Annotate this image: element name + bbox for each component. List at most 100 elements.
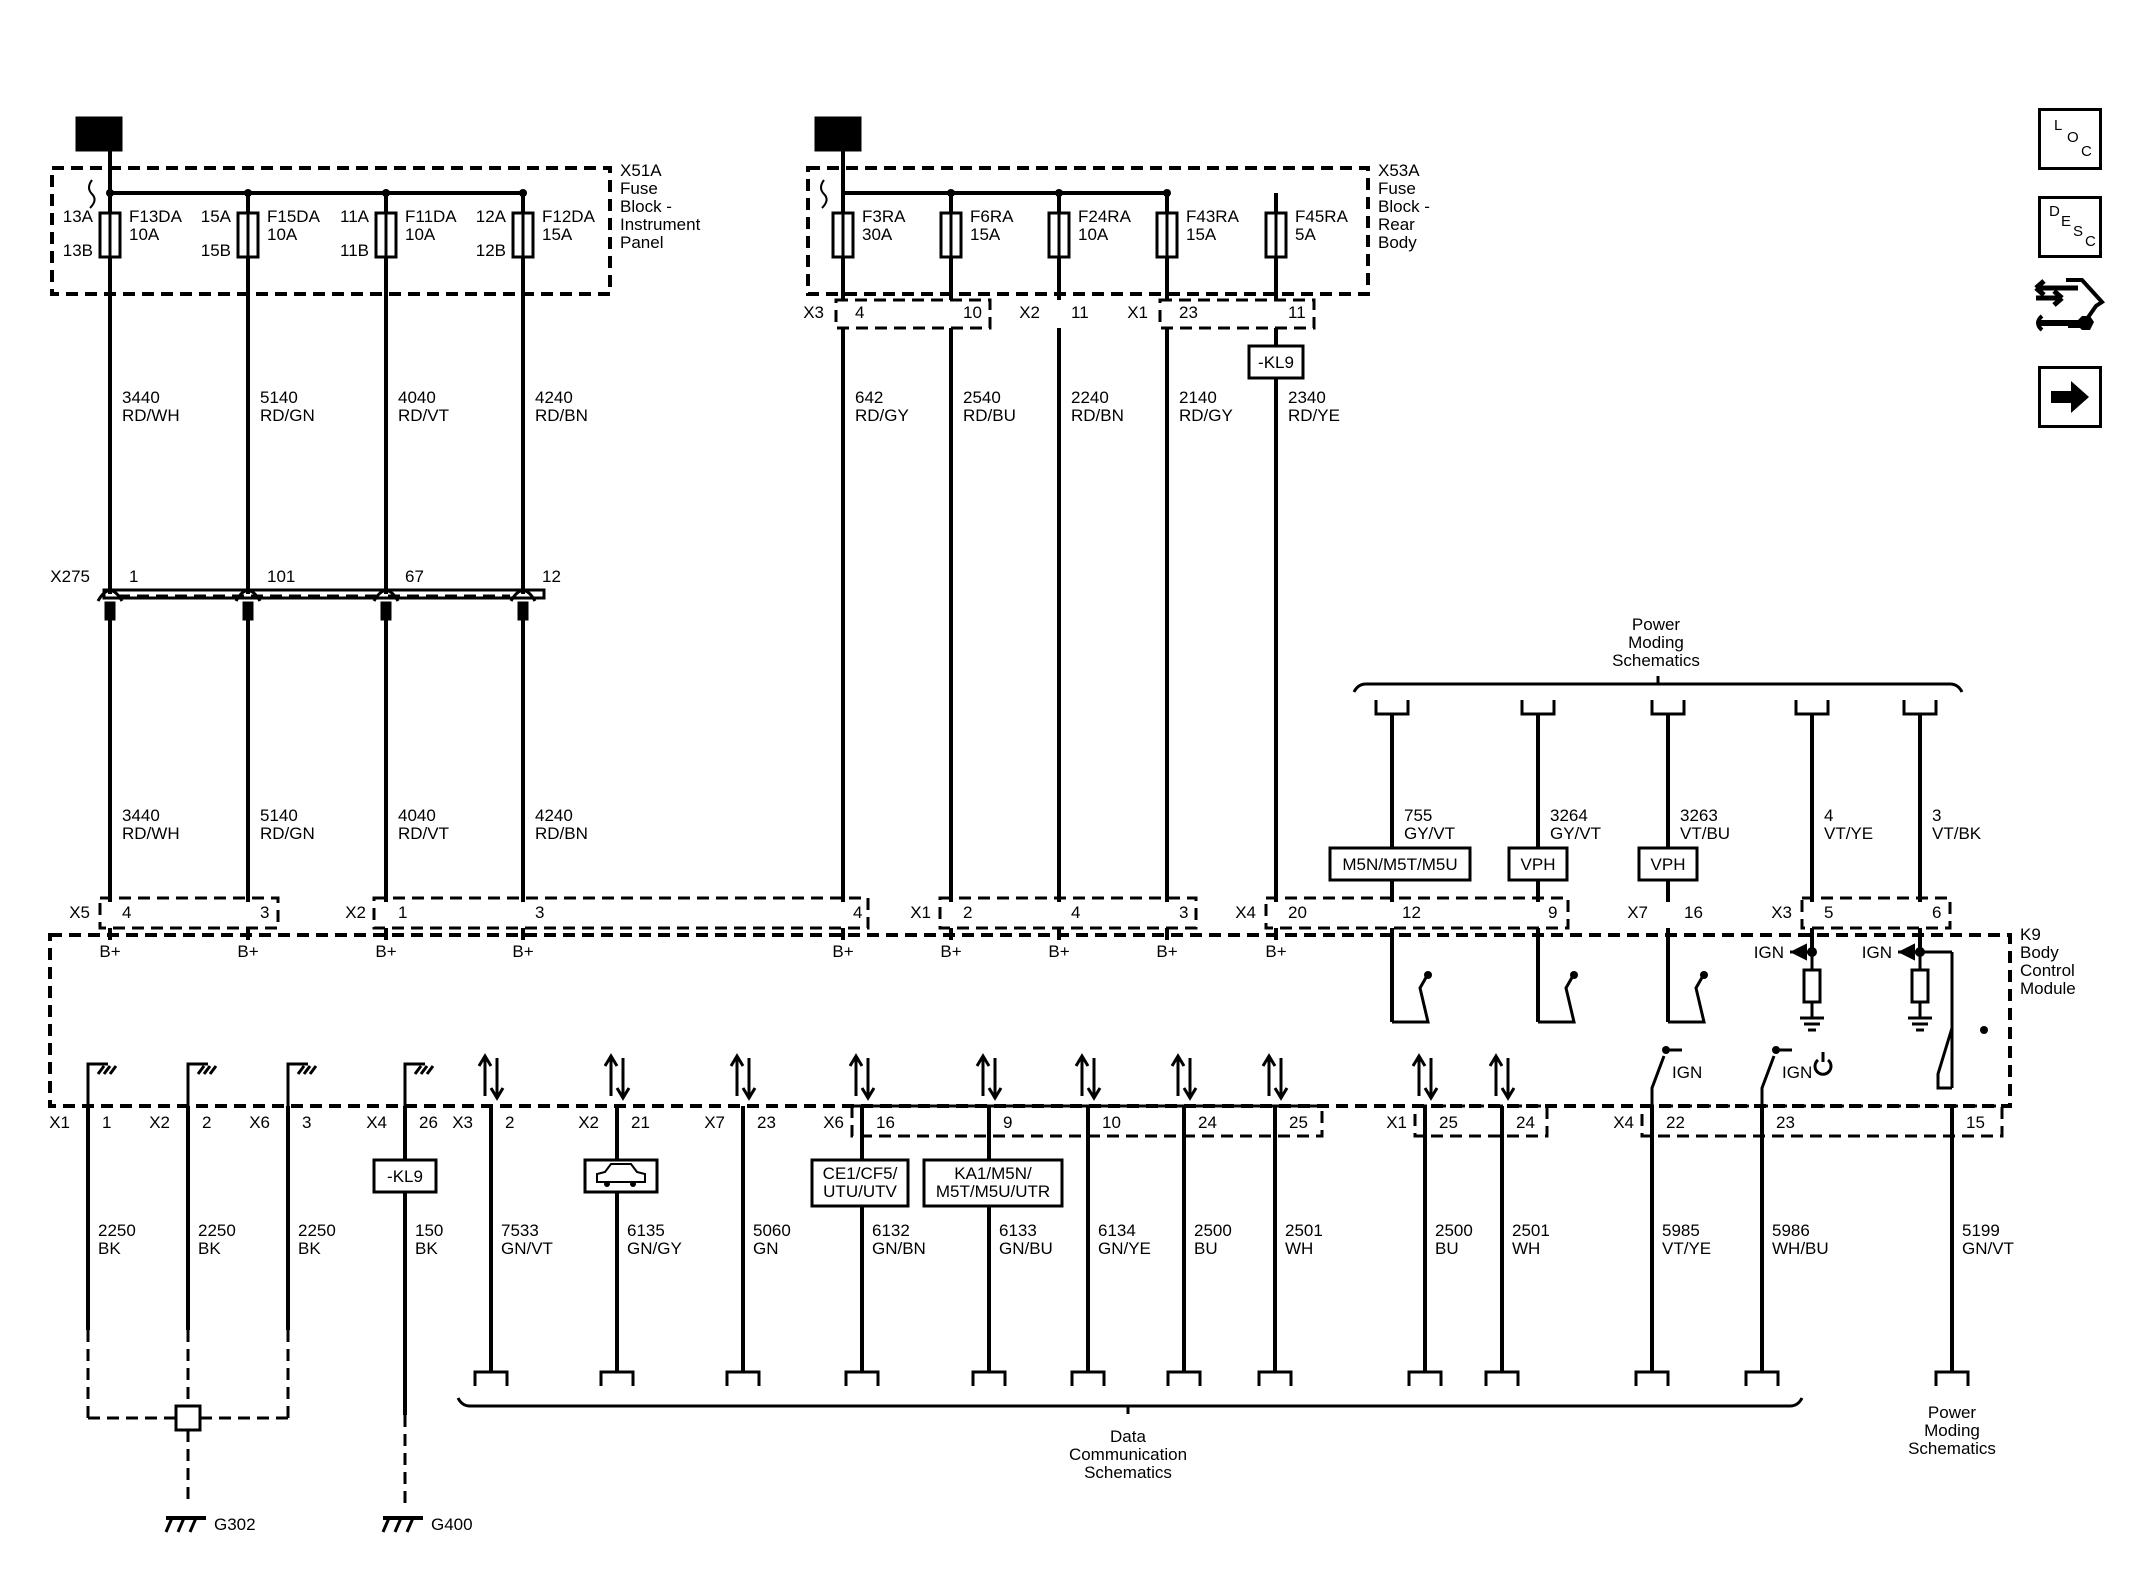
data-arrow-down	[1182, 1058, 1198, 1101]
ce1-option-box	[810, 1158, 910, 1208]
ign-switch	[1650, 1055, 1666, 1106]
data-arrow-down	[1423, 1058, 1439, 1101]
wire-number: 3	[1932, 806, 1941, 825]
connector-pin: 6	[1932, 903, 1941, 922]
b-plus-label-right: B+	[827, 126, 848, 145]
fuse-pin-b: 11B	[340, 241, 369, 260]
vehicle-wheel	[630, 1181, 636, 1187]
option-box	[1328, 846, 1472, 882]
connector-pin: 3	[535, 903, 544, 922]
wire-number: 2240	[1071, 388, 1109, 407]
fuse-id: F24RA	[1078, 207, 1132, 226]
wire-color: VT/BU	[1680, 824, 1730, 843]
data-arrow-up	[975, 1053, 991, 1096]
fuse-rating: 10A	[129, 225, 160, 244]
x275-pin	[380, 601, 392, 621]
g400-ground-label: G400	[431, 1515, 473, 1534]
connector-pin: 26	[419, 1113, 438, 1132]
connector-pin: 22	[1666, 1113, 1685, 1132]
wire-color: RD/BN	[1071, 406, 1124, 425]
switch-contact	[1980, 1026, 1988, 1034]
wire-color: RD/BN	[535, 406, 588, 425]
ground-symbol	[393, 1517, 403, 1533]
power-moding-label-top: Schematics	[1612, 651, 1700, 670]
bcm-connector-x2	[372, 896, 870, 930]
ign-switch-label: IGN	[1782, 1063, 1812, 1082]
connector-pin: 25	[1439, 1113, 1458, 1132]
power-moding-brace-top	[1352, 682, 1964, 693]
next-page-button[interactable]	[2038, 366, 2102, 428]
connector-cup-bottom	[1484, 1370, 1520, 1386]
wire-number: 2501	[1512, 1221, 1550, 1240]
switch-contact	[1570, 971, 1578, 979]
bcm-ground-symbol	[186, 1062, 218, 1106]
wire-number: 4240	[535, 388, 573, 407]
connector-pin: 16	[1684, 903, 1703, 922]
connector-pin: 4	[855, 303, 864, 322]
bcm-b-plus-label: B+	[832, 942, 853, 961]
loc-letter-o: O	[2067, 129, 2079, 146]
kl9-option-box-bottom	[372, 1158, 438, 1194]
fuse-id: F13DA	[129, 207, 183, 226]
data-arrow-down	[741, 1058, 757, 1101]
b-plus-box-left	[75, 116, 123, 152]
data-arrow-down	[1086, 1058, 1102, 1101]
kl9-option-label-bottom: -KL9	[387, 1167, 423, 1186]
fuse-pin-b: 13B	[63, 241, 93, 260]
option-box	[1507, 846, 1569, 882]
splice-break-right	[820, 179, 828, 209]
location-button[interactable]: L O C	[2038, 108, 2102, 170]
bcm-connector-x4-bottom	[1640, 1104, 2004, 1138]
wire-color: BU	[1194, 1239, 1218, 1258]
connector-cup-top	[1902, 700, 1938, 716]
connector-id: X1	[1386, 1113, 1407, 1132]
x275-pin	[104, 601, 116, 621]
wire-number: 7533	[501, 1221, 539, 1240]
connector-id: X1	[1127, 303, 1148, 322]
fuse-pin-a: 15A	[201, 207, 232, 226]
wire-number: 6134	[1098, 1221, 1136, 1240]
data-arrow-up	[603, 1053, 619, 1096]
connector-id: X3	[452, 1113, 473, 1132]
wire-number: 4240	[535, 806, 573, 825]
ground-splice	[174, 1404, 202, 1432]
connector-pin: 23	[1179, 303, 1198, 322]
data-arrow-down	[1273, 1058, 1289, 1101]
connector-cup-bottom	[1257, 1370, 1293, 1386]
wire-number: 642	[855, 388, 883, 407]
connector-pin: 3	[1179, 903, 1188, 922]
wire-color: GN	[753, 1239, 779, 1258]
ground-symbol	[188, 1517, 198, 1533]
wire-number: 2500	[1194, 1221, 1232, 1240]
wire-number: 4040	[398, 388, 436, 407]
fuse-rating: 15A	[970, 225, 1001, 244]
connector-id: X3	[1771, 903, 1792, 922]
connector-cup-top	[1650, 700, 1686, 716]
x53a-connector-x1	[1158, 298, 1316, 330]
data-arrow-up	[1261, 1053, 1277, 1096]
fuse-rating: 10A	[405, 225, 436, 244]
fuse-rating: 15A	[542, 225, 573, 244]
bcm-b-plus-label: B+	[375, 942, 396, 961]
connector-id: X2	[578, 1113, 599, 1132]
connector-pin: 4	[1071, 903, 1080, 922]
x53a-fuse-block-label: Body	[1378, 233, 1417, 252]
bcm-b-plus-label: B+	[1265, 942, 1286, 961]
x51a-fuse-block-label: Fuse	[620, 179, 658, 198]
data-arrow-down	[860, 1058, 876, 1101]
connector-id: X7	[704, 1113, 725, 1132]
wire-color: GN/GY	[627, 1239, 682, 1258]
bcm-switch-input	[1392, 973, 1430, 1024]
wire-number: 3440	[122, 388, 160, 407]
bcm-outline	[48, 933, 2012, 1108]
wire-color: GN/VT	[501, 1239, 553, 1258]
ce1-option-label: CE1/CF5/	[823, 1164, 898, 1183]
connector-repair-icon[interactable]	[2032, 276, 2108, 346]
description-button[interactable]: D E S C	[2038, 196, 2102, 258]
bcm-ground-symbol	[403, 1062, 435, 1106]
wire-color: GN/BU	[999, 1239, 1053, 1258]
connector-pin: 25	[1289, 1113, 1308, 1132]
bcm-label: Module	[2020, 979, 2076, 998]
bcm-label: Body	[2020, 943, 2059, 962]
connector-id: X1	[910, 903, 931, 922]
